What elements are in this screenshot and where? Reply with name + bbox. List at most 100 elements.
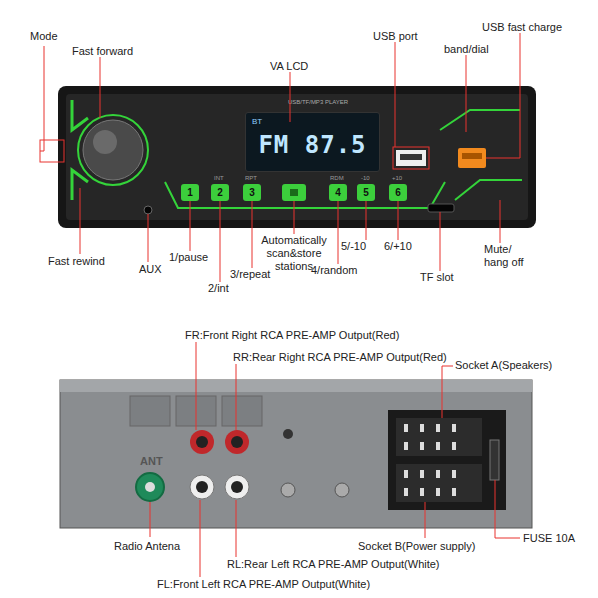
leader-line bbox=[80, 188, 81, 254]
leader-line bbox=[148, 214, 149, 262]
socket-a bbox=[396, 418, 482, 456]
preset-button: 4 bbox=[329, 184, 347, 201]
leader-line bbox=[466, 55, 467, 132]
tf-slot bbox=[428, 204, 454, 212]
green-accent bbox=[455, 180, 522, 200]
leader-line bbox=[100, 57, 101, 118]
callout-box bbox=[393, 147, 429, 169]
leader-line bbox=[500, 200, 501, 243]
leader-line bbox=[190, 201, 191, 251]
leader-line bbox=[294, 201, 295, 234]
callout-label: RR:Rear Right RCA PRE-AMP Output(Red) bbox=[233, 351, 447, 364]
callout-label: FL:Front Left RCA PRE-AMP Output(White) bbox=[157, 578, 370, 591]
leader-line bbox=[338, 201, 339, 264]
node-text: 5 bbox=[357, 184, 375, 201]
callout-label: 6/+10 bbox=[384, 240, 412, 253]
front-body bbox=[58, 86, 536, 228]
callout-label: Fast rewind bbox=[48, 255, 105, 268]
socket-pins bbox=[404, 424, 456, 496]
back-top-strip bbox=[60, 380, 532, 392]
node-text: BT bbox=[252, 117, 262, 126]
leader-line bbox=[236, 364, 237, 430]
callout-label: 2/int bbox=[208, 282, 229, 295]
node-text: USB/TF/MP3 PLAYER bbox=[238, 99, 398, 105]
callout-label: +10 bbox=[392, 175, 402, 182]
leader-line bbox=[290, 72, 291, 122]
usb-port bbox=[396, 150, 426, 166]
rca-core bbox=[196, 481, 208, 493]
usb-fast-charge-inner bbox=[462, 153, 482, 159]
leader-line bbox=[196, 342, 197, 430]
rca-core bbox=[196, 436, 208, 448]
aux-jack bbox=[144, 206, 152, 214]
back-slot bbox=[130, 396, 170, 426]
rca-red bbox=[225, 430, 249, 454]
preset-button: 5 bbox=[357, 184, 375, 201]
node-text: 3 bbox=[243, 184, 261, 201]
callout-label: AUX bbox=[139, 263, 162, 276]
preset-button: 6 bbox=[389, 184, 407, 201]
green-accent bbox=[72, 100, 88, 130]
callout-label: USB fast charge bbox=[482, 21, 562, 34]
node-text: 2 bbox=[211, 184, 229, 201]
leader-line bbox=[220, 201, 221, 282]
usb-fast-charge-port bbox=[458, 148, 486, 168]
leader-line bbox=[150, 502, 151, 537]
callout-label: 5/-10 bbox=[341, 240, 366, 253]
callout-label: Mode bbox=[30, 30, 58, 43]
leader-line bbox=[442, 366, 453, 418]
rca-white bbox=[190, 475, 214, 499]
callout-label: ANT bbox=[140, 455, 163, 468]
leader-line bbox=[495, 480, 520, 538]
callout-label: RL:Rear Left RCA PRE-AMP Output(White) bbox=[227, 558, 440, 571]
preset-button: 3 bbox=[243, 184, 261, 201]
rca-core bbox=[231, 436, 243, 448]
leader-line bbox=[425, 502, 426, 538]
scan-button bbox=[282, 184, 306, 201]
leader-line bbox=[395, 42, 396, 147]
callout-label: Socket B(Power supply) bbox=[358, 540, 475, 553]
antenna-pin bbox=[145, 482, 155, 492]
callout-label: Mute/ hang off bbox=[484, 243, 530, 269]
leader-line bbox=[440, 212, 441, 271]
node-text: 4 bbox=[329, 184, 347, 201]
rca-core bbox=[231, 481, 243, 493]
iso-socket bbox=[388, 410, 506, 510]
knob-ring bbox=[78, 115, 148, 185]
callout-label: 1/pause bbox=[169, 251, 208, 264]
callout-label: TF slot bbox=[420, 271, 454, 284]
scan-icon bbox=[290, 189, 298, 196]
callout-label: 4/random bbox=[311, 264, 357, 277]
node-text: 1 bbox=[181, 184, 199, 201]
callout-label: VA LCD bbox=[270, 60, 308, 73]
callout-label: Socket A(Speakers) bbox=[455, 359, 552, 372]
callout-label: FR:Front Right RCA PRE-AMP Output(Red) bbox=[185, 329, 399, 342]
leader-line bbox=[200, 500, 201, 577]
screw-hole bbox=[283, 429, 293, 439]
rca-red bbox=[190, 430, 214, 454]
callout-label: USB port bbox=[373, 30, 418, 43]
leader-line bbox=[366, 201, 367, 240]
callout-label: RPT bbox=[245, 175, 257, 182]
callout-label: band/dial bbox=[444, 43, 489, 56]
green-accent bbox=[165, 182, 445, 208]
leader-line bbox=[252, 201, 253, 268]
callout-label: Radio Antena bbox=[114, 540, 180, 553]
front-faceplate: USB/TF/MP3 PLAYER BTFM 87.5 123 456 bbox=[58, 86, 536, 228]
screw bbox=[335, 483, 349, 497]
preset-button: 2 bbox=[211, 184, 229, 201]
green-accent bbox=[440, 110, 520, 130]
screw bbox=[281, 483, 295, 497]
knob-highlight bbox=[93, 130, 117, 154]
leader-line bbox=[40, 46, 44, 151]
node-text: 6 bbox=[389, 184, 407, 201]
front-face bbox=[66, 94, 528, 220]
antenna-socket bbox=[136, 473, 164, 501]
leader-line bbox=[398, 201, 399, 240]
lcd-display: BTFM 87.5 bbox=[245, 112, 380, 172]
